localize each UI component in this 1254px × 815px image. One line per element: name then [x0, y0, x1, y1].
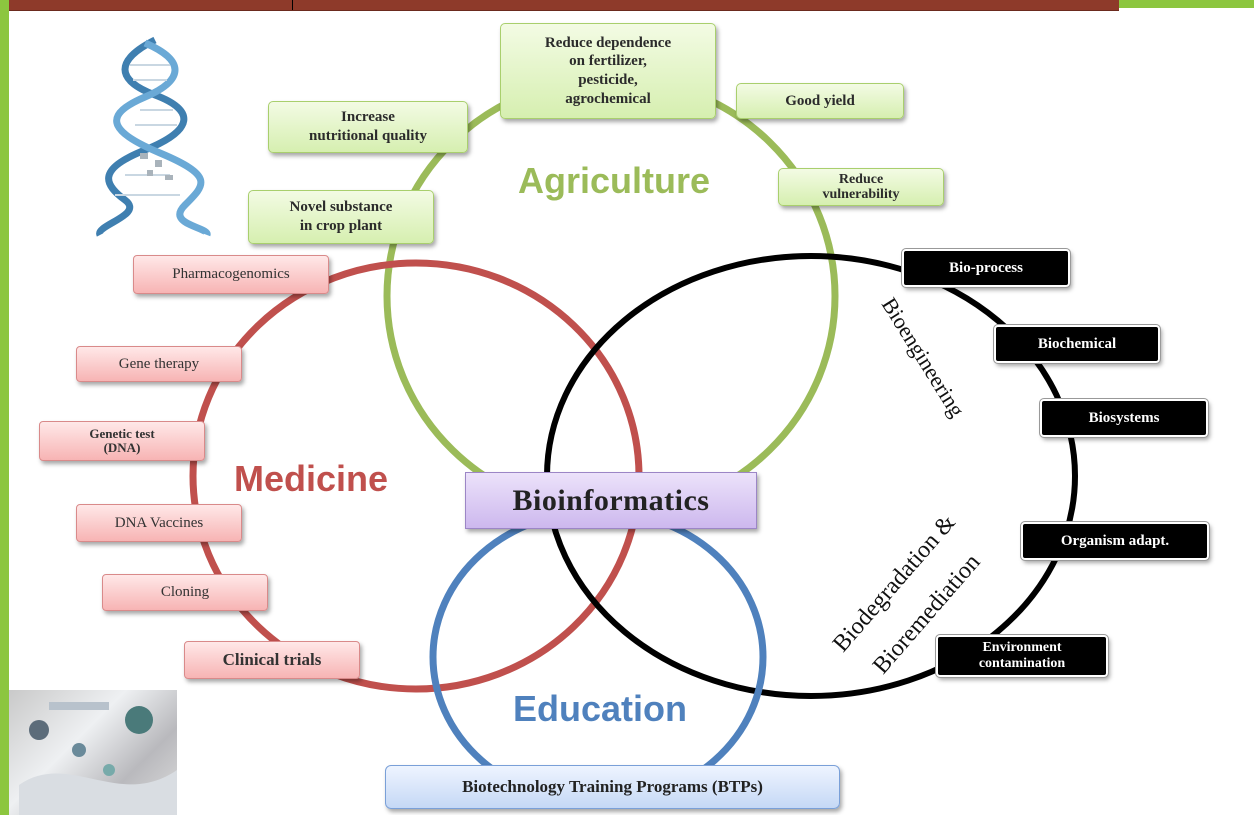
virus-illustration — [19, 702, 177, 815]
agri-item-line: in crop plant — [299, 218, 383, 234]
bio-item-bio-process: Bio-process — [901, 248, 1071, 288]
bio-item-line: contamination — [978, 656, 1066, 671]
frame-top-right — [1119, 0, 1254, 8]
dna-helix-image — [96, 36, 211, 237]
edu-item-line: Biotechnology Training Programs (BTPs) — [462, 777, 763, 797]
edu-item-btps: Biotechnology Training Programs (BTPs) — [385, 765, 840, 809]
bio-item-line: Bio-process — [949, 259, 1023, 276]
agri-item-line: vulnerability — [822, 187, 900, 202]
agri-item-line: Reduce dependence — [544, 34, 672, 51]
med-item-genetic-test: Genetic test(DNA) — [39, 421, 205, 461]
title-bar-divider — [292, 0, 293, 10]
frame-left — [0, 0, 9, 815]
med-item-line: Cloning — [160, 584, 210, 601]
med-item-pharmacogenomics: Pharmacogenomics — [133, 255, 329, 294]
med-item-gene-therapy: Gene therapy — [76, 346, 242, 382]
title-bar — [9, 0, 1119, 11]
education-heading: Education — [513, 688, 688, 729]
medicine-heading: Medicine — [234, 458, 389, 499]
agriculture-heading: Agriculture — [518, 160, 711, 201]
agri-item-line: Good yield — [785, 92, 855, 109]
med-item-dna-vaccines: DNA Vaccines — [76, 504, 242, 542]
bio-item-organism-adapt: Organism adapt. — [1020, 521, 1210, 561]
agri-item-line: pesticide, — [578, 72, 638, 88]
bio-item-line: Environment — [982, 639, 1062, 655]
agri-item-reduce-dependence: Reduce dependence on fertilizer, pesticide… — [500, 23, 716, 119]
agri-item-line: Reduce — [838, 171, 884, 187]
agri-item-line: agrochemical — [565, 90, 651, 107]
agri-item-line: nutritional quality — [309, 128, 427, 144]
med-item-line: (DNA) — [103, 440, 141, 455]
bio-item-line: Biochemical — [1037, 335, 1117, 352]
med-item-cloning: Cloning — [102, 574, 268, 611]
gene-therapy-illustration — [9, 690, 177, 815]
med-item-line: Clinical trials — [222, 650, 322, 670]
bio-item-line: Organism adapt. — [1060, 532, 1170, 549]
agri-item-novel-substance: Novel substance in crop plant — [248, 190, 434, 244]
bio-item-biosystems: Biosystems — [1039, 398, 1209, 438]
education-ring — [429, 507, 767, 807]
med-item-clinical-trials: Clinical trials — [184, 641, 360, 679]
agri-item-good-yield: Good yield — [736, 83, 904, 119]
med-item-line: DNA Vaccines — [114, 514, 204, 531]
agri-item-line: Increase — [341, 109, 395, 126]
bio-item-line: Biosystems — [1088, 409, 1160, 426]
agri-item-line: on fertilizer, — [569, 53, 647, 70]
med-item-line: Genetic test — [89, 425, 155, 441]
med-item-line: Pharmacogenomics — [172, 266, 290, 283]
bioinformatics-core: Bioinformatics — [465, 472, 757, 529]
core-label: Bioinformatics — [512, 483, 710, 517]
agri-item-line: Novel substance — [289, 199, 393, 216]
med-item-line: Gene therapy — [118, 355, 200, 372]
bio-item-biochemical: Biochemical — [993, 324, 1161, 364]
agri-item-nutritional-quality: Increase nutritional quality — [268, 101, 468, 153]
